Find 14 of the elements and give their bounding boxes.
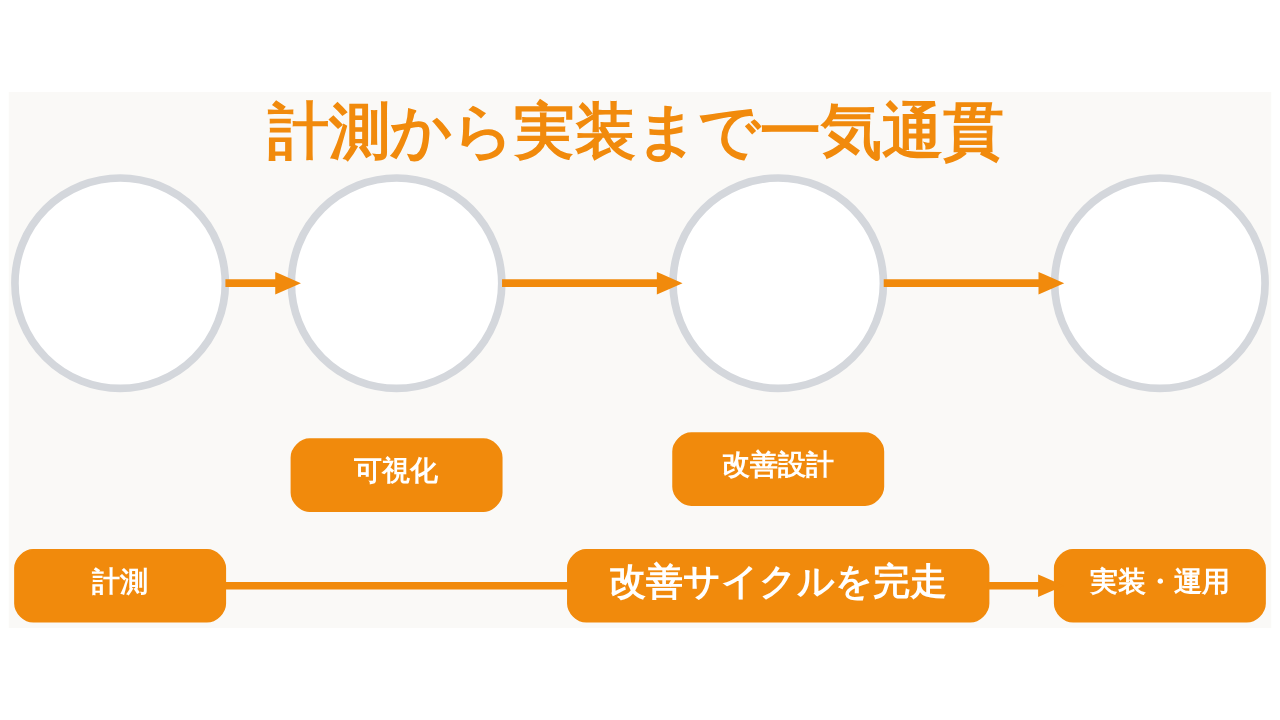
node-circle — [287, 174, 506, 393]
node-box: 実装・運用 — [1053, 548, 1266, 623]
node-circle — [1050, 174, 1269, 393]
node-box: 改善設計 — [672, 432, 885, 506]
connector — [225, 581, 568, 590]
node-box: 計測 — [14, 548, 227, 623]
arrow — [502, 271, 683, 295]
node-box: 可視化 — [290, 438, 503, 513]
node-circle — [11, 174, 230, 393]
diagram-title: 計測から実装まで一気通貫 — [268, 94, 1005, 166]
arrow — [883, 271, 1065, 295]
node-box: 改善サイクルを完走 — [567, 548, 990, 623]
arrow — [225, 271, 301, 295]
node-circle — [669, 174, 888, 393]
